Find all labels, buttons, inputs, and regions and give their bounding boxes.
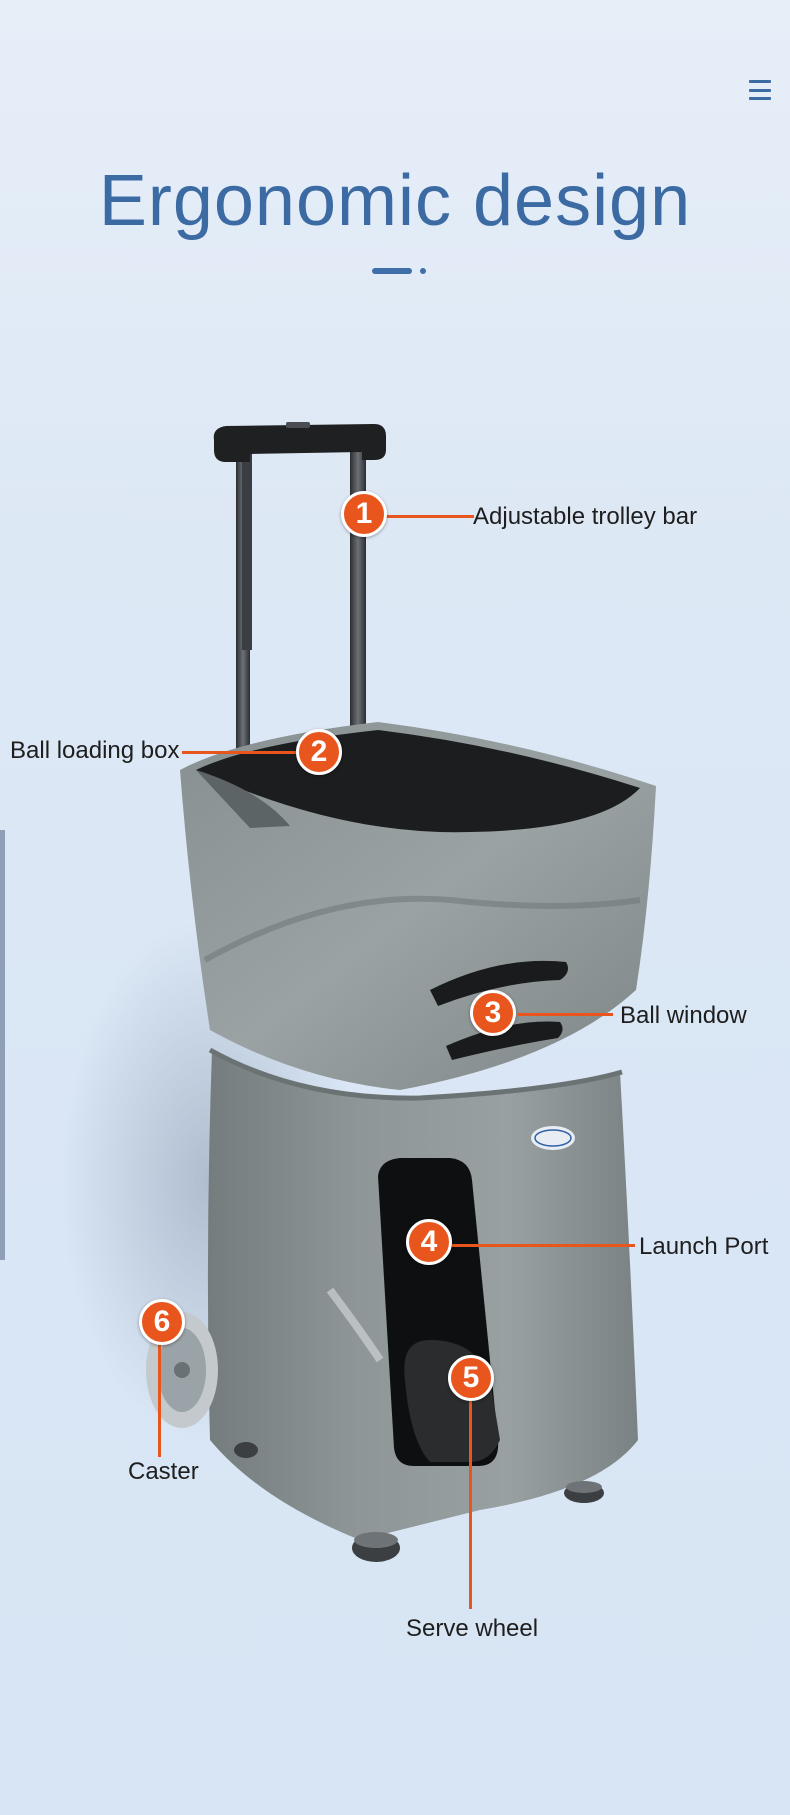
side-foot — [234, 1442, 258, 1458]
trolley-handle — [213, 424, 386, 462]
callout-badge-2: 2 — [296, 729, 342, 775]
callout-label-1: Adjustable trolley bar — [473, 503, 698, 530]
callout-label-6: Caster — [128, 1458, 199, 1485]
trolley-pole-left-upper — [242, 450, 252, 650]
ball-loading-box-groove — [203, 895, 641, 963]
page-title: Ergonomic design — [98, 161, 692, 241]
title-underline-dash — [372, 268, 412, 274]
callout-label-2: Ball loading box — [10, 737, 180, 764]
callout-badge-6: 6 — [139, 1299, 185, 1345]
callout-badge-3: 3 — [470, 990, 516, 1036]
ball-window-slot-lower — [446, 1021, 563, 1060]
ball-window-slot-upper — [430, 960, 568, 1006]
callout-label-3: Ball window — [620, 1002, 747, 1029]
menu-button[interactable] — [749, 80, 771, 100]
callout-badge-4: 4 — [406, 1219, 452, 1265]
leader-line-5 — [469, 1400, 472, 1609]
title-underline-dot — [420, 268, 426, 274]
callout-label-5: Serve wheel — [406, 1615, 539, 1642]
callout-label-4: Launch Port — [639, 1233, 769, 1260]
left-edge-shadow — [0, 830, 5, 1260]
hamburger-menu-icon — [749, 80, 771, 83]
leader-line-3 — [518, 1013, 613, 1016]
leader-line-6 — [158, 1345, 161, 1457]
leader-line-2 — [182, 751, 300, 754]
leader-line-4 — [452, 1244, 635, 1247]
machine-body-highlight — [326, 1287, 384, 1363]
callout-badge-5: 5 — [448, 1355, 494, 1401]
ball-loading-box-inner-wall — [196, 770, 290, 828]
machine-body-seam — [208, 1047, 623, 1101]
callout-badge-1: 1 — [341, 491, 387, 537]
leader-line-1 — [384, 515, 474, 518]
trolley-handle-button — [286, 422, 310, 428]
